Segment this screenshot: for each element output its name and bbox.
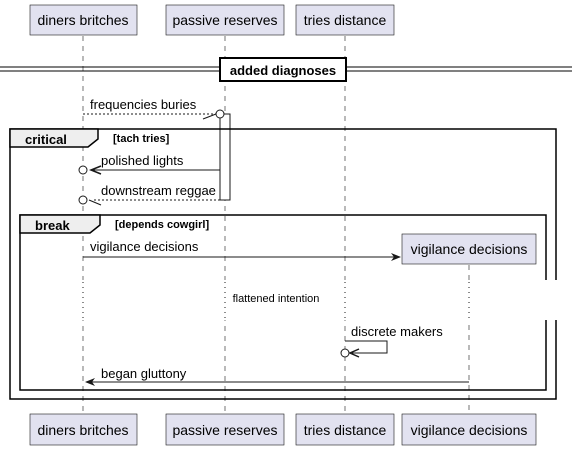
participant-passive-top-label: passive reserves [172, 12, 277, 28]
message-polished-lights[interactable]: polished lights [78, 153, 220, 175]
participant-vigilance-bottom-label: vigilance decisions [411, 422, 528, 438]
participant-passive-bottom[interactable]: passive reserves [165, 413, 285, 446]
message-began-gluttony-label: began gluttony [101, 366, 187, 381]
participant-passive-bottom-label: passive reserves [172, 422, 277, 438]
frame-break-guard: [depends cowgirl] [115, 219, 209, 231]
delay: flattened intention [60, 280, 560, 320]
activation-bar [219, 113, 231, 201]
message-began-gluttony[interactable]: began gluttony [85, 366, 469, 386]
participant-tries-bottom[interactable]: tries distance [295, 413, 395, 446]
participant-vigilance-created[interactable]: vigilance decisions [401, 233, 537, 265]
delay-label: flattened intention [233, 293, 320, 305]
participant-diners-bottom[interactable]: diners britches [29, 413, 138, 446]
message-downstream-reggae[interactable]: downstream reggae [78, 183, 220, 206]
divider-label: added diagnoses [230, 63, 336, 78]
frame-critical-guard: [tach tries] [113, 133, 170, 145]
message-polished-lights-label: polished lights [101, 153, 184, 168]
message-frequencies-buries-label: frequencies buries [90, 97, 197, 112]
frame-critical-keyword: critical [25, 132, 67, 147]
message-discrete-makers[interactable]: discrete makers [340, 324, 443, 358]
message-vigilance-decisions-label: vigilance decisions [90, 239, 199, 254]
frame-break-keyword: break [35, 218, 70, 233]
participant-diners-bottom-label: diners britches [37, 422, 128, 438]
frame-critical: critical [tach tries] [9, 128, 557, 400]
participant-diners-top[interactable]: diners britches [29, 4, 138, 36]
participant-diners-top-label: diners britches [37, 12, 128, 28]
participant-passive-top[interactable]: passive reserves [165, 4, 285, 36]
participant-tries-top[interactable]: tries distance [295, 4, 395, 36]
participant-vigilance-created-label: vigilance decisions [411, 241, 528, 257]
participant-tries-bottom-label: tries distance [304, 422, 387, 438]
message-downstream-reggae-label: downstream reggae [101, 183, 216, 198]
participant-tries-top-label: tries distance [304, 12, 387, 28]
message-discrete-makers-label: discrete makers [351, 324, 443, 339]
participant-vigilance-bottom[interactable]: vigilance decisions [401, 413, 537, 446]
divider: added diagnoses [0, 57, 572, 82]
message-frequencies-buries[interactable]: frequencies buries [83, 97, 225, 120]
message-vigilance-decisions[interactable]: vigilance decisions [83, 239, 401, 261]
